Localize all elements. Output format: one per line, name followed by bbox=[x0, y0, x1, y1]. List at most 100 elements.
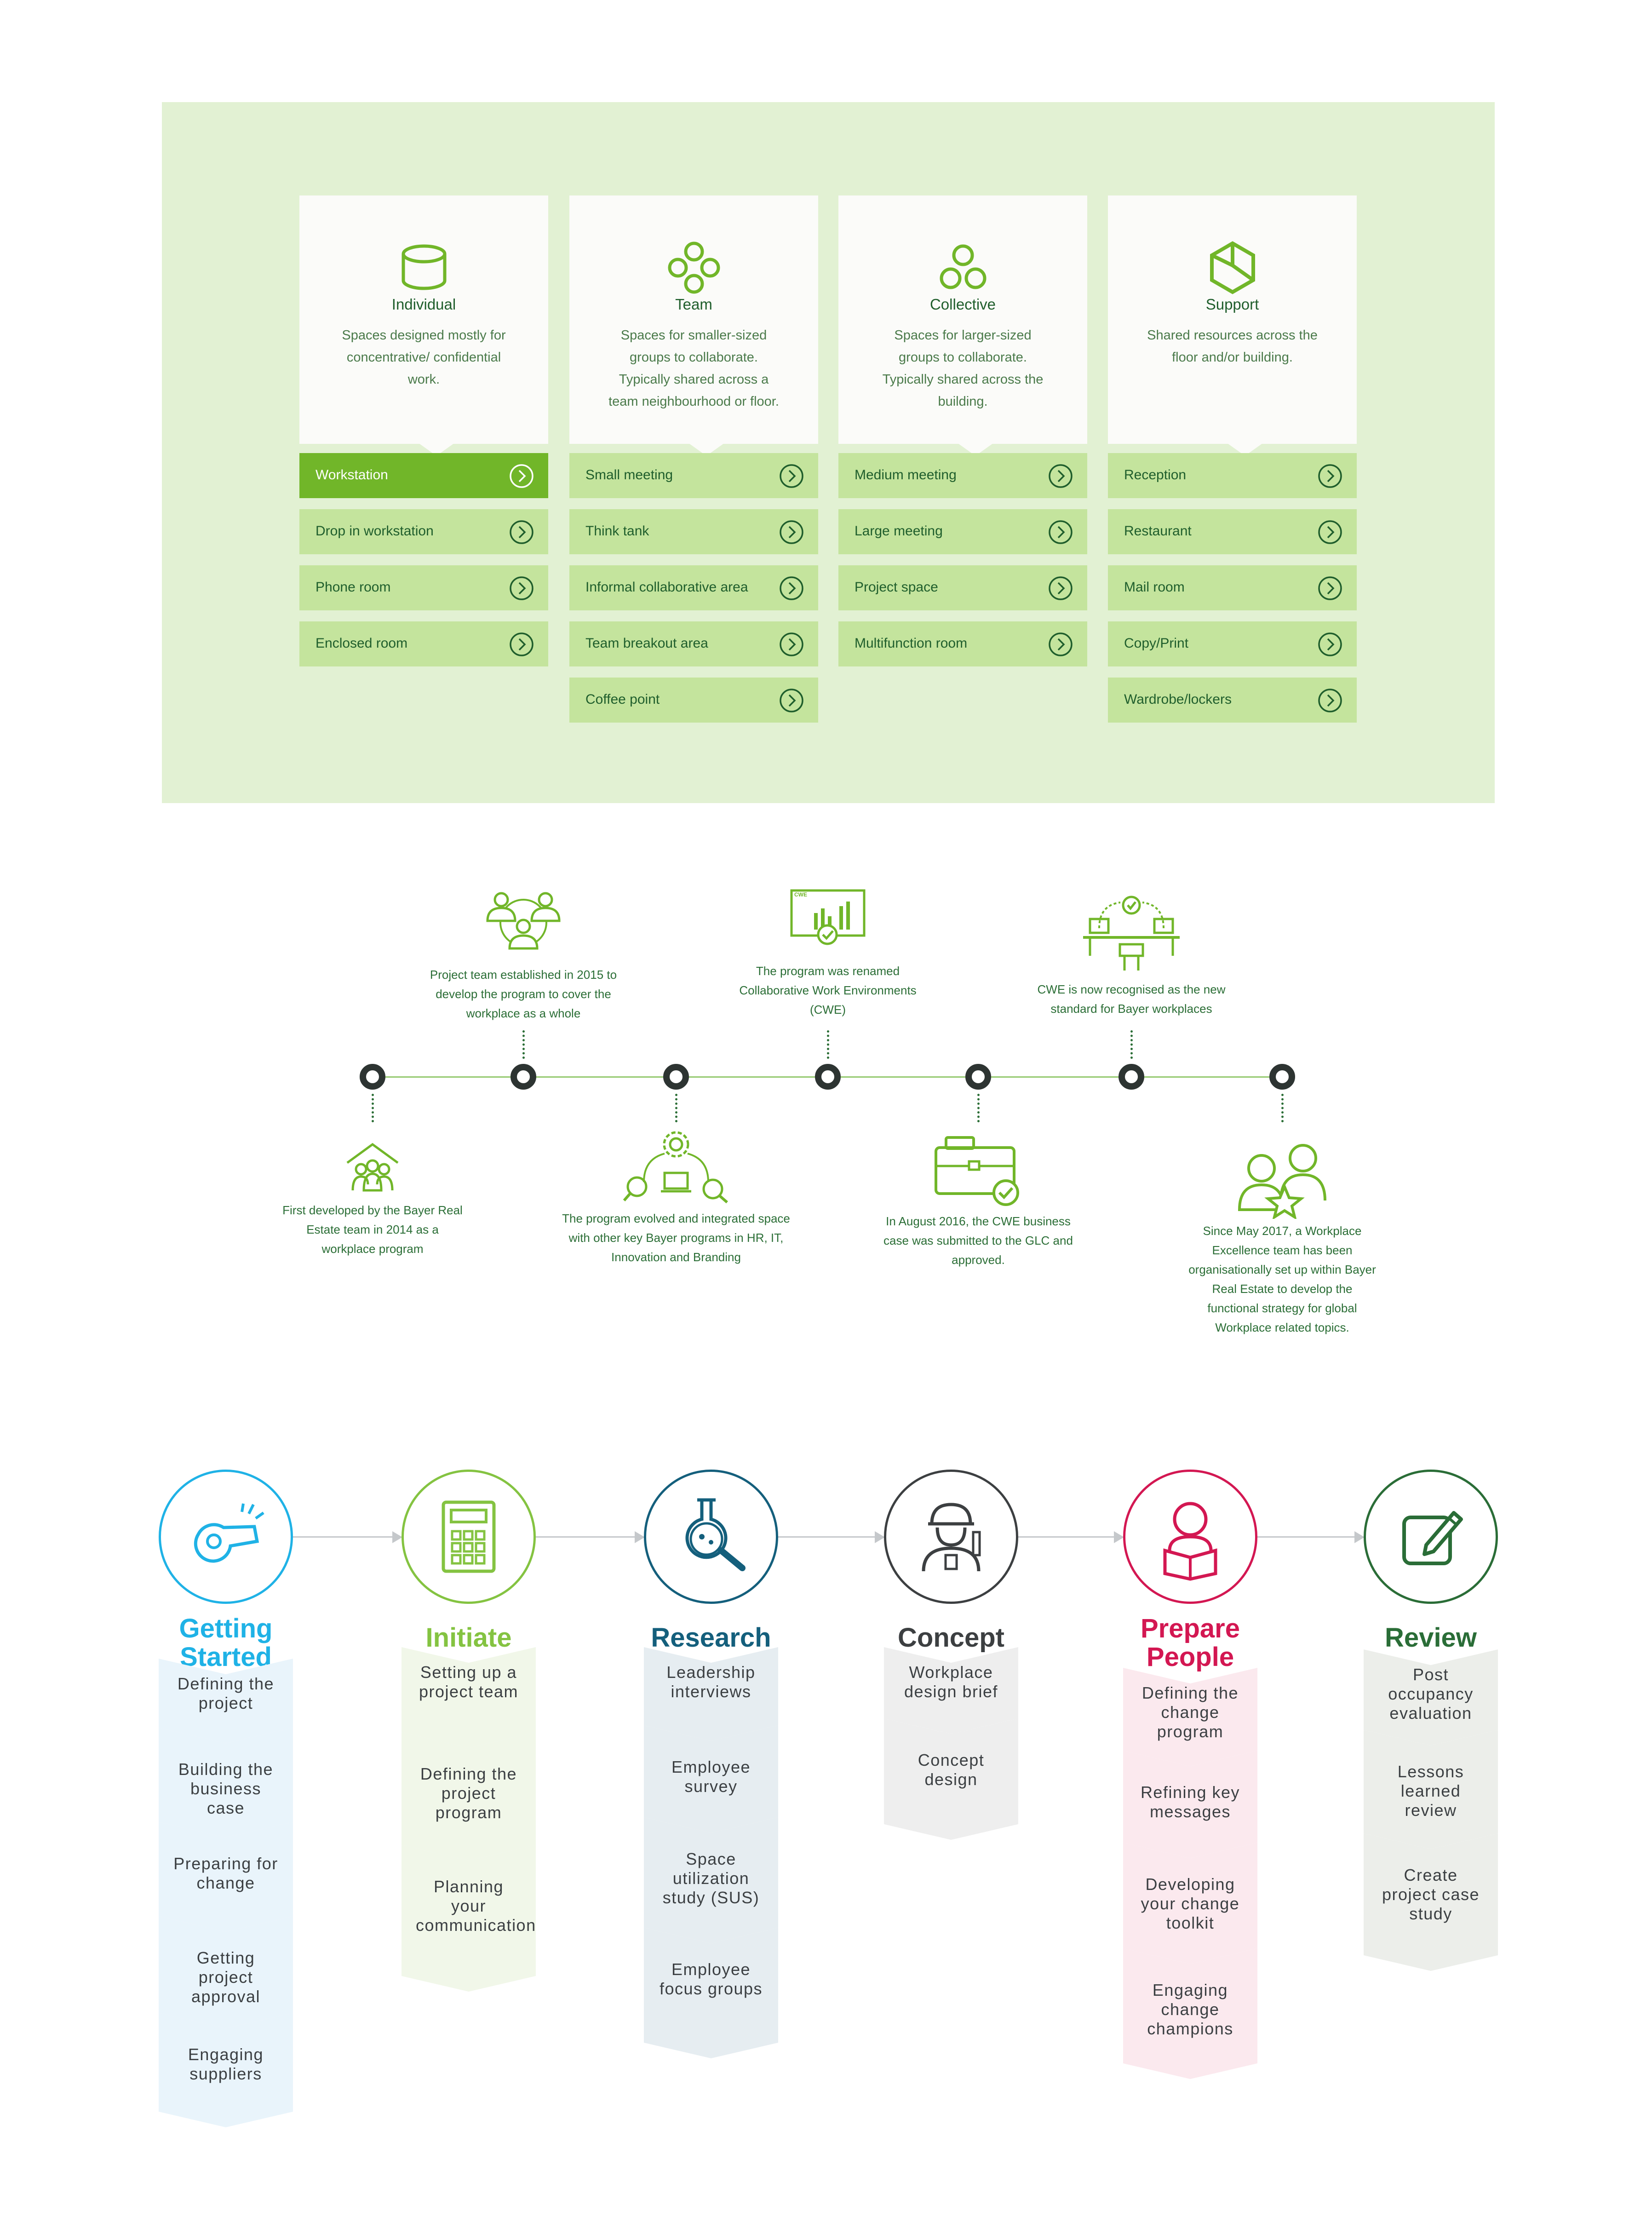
process-step-label: Defining the project bbox=[177, 1674, 275, 1712]
timeline-connector bbox=[1130, 1030, 1133, 1059]
space-type-item[interactable]: Multifunction room bbox=[838, 621, 1087, 666]
space-type-label: Phone room bbox=[315, 580, 391, 595]
category-card: Support Shared resources across the floo… bbox=[1108, 195, 1357, 456]
timeline-event-text: First developed by the Bayer Real Estate… bbox=[282, 1203, 463, 1256]
process-step: Engaging suppliers bbox=[159, 2013, 293, 2127]
timeline-connector bbox=[827, 1030, 829, 1059]
chevron-right-circle-icon[interactable] bbox=[509, 632, 534, 657]
chevron-right-circle-icon[interactable] bbox=[1317, 575, 1343, 601]
timeline-node bbox=[1119, 1064, 1144, 1090]
process-step-label: Getting project approval bbox=[191, 1948, 261, 2006]
chevron-right-circle-icon[interactable] bbox=[509, 463, 534, 489]
cwe-chart-icon: CWE bbox=[789, 888, 867, 950]
process-step-label: Preparing for change bbox=[173, 1854, 278, 1892]
space-type-item[interactable]: Reception bbox=[1108, 453, 1357, 498]
process-step: Workplace design brief bbox=[884, 1647, 1018, 1734]
integration-gear-icon bbox=[619, 1127, 734, 1207]
process-step: Create project case study bbox=[1364, 1833, 1498, 1971]
cylinder-icon bbox=[394, 238, 454, 298]
space-type-label: Enclosed room bbox=[315, 636, 408, 651]
space-type-item[interactable]: Informal collaborative area bbox=[569, 565, 818, 610]
chevron-right-circle-icon[interactable] bbox=[779, 688, 804, 713]
timeline-node bbox=[815, 1064, 841, 1090]
stage-title: Review bbox=[1385, 1623, 1477, 1653]
process-step-label: Employee survey bbox=[671, 1758, 751, 1796]
space-type-item[interactable]: Team breakout area bbox=[569, 621, 818, 666]
process-step: Employee focus groups bbox=[644, 1928, 778, 2058]
stage-title: Concept bbox=[898, 1623, 1004, 1653]
chevron-right-circle-icon[interactable] bbox=[1317, 688, 1343, 713]
chevron-right-circle-icon[interactable] bbox=[1048, 519, 1073, 545]
space-type-label: Wardrobe/lockers bbox=[1124, 692, 1232, 707]
chevron-right-circle-icon[interactable] bbox=[1317, 463, 1343, 489]
process-step-label: Building the business case bbox=[178, 1760, 274, 1817]
chevron-right-circle-icon[interactable] bbox=[779, 519, 804, 545]
briefcase-check-icon bbox=[932, 1134, 1024, 1210]
process-step-label: Space utilization study (SUS) bbox=[662, 1849, 760, 1907]
timeline-node bbox=[511, 1064, 536, 1090]
chevron-right-circle-icon[interactable] bbox=[1317, 632, 1343, 657]
space-type-label: Reception bbox=[1124, 467, 1187, 482]
process-step: Engaging change champions bbox=[1123, 1948, 1257, 2079]
stage-icon-circle bbox=[1123, 1470, 1257, 1604]
timeline-connector bbox=[977, 1094, 980, 1122]
arrow-right-icon bbox=[1354, 1531, 1365, 1543]
stage-icon-circle bbox=[1364, 1470, 1498, 1604]
process-step: Leadership interviews bbox=[644, 1647, 778, 1741]
timeline-connector bbox=[1281, 1094, 1284, 1122]
chevron-right-circle-icon[interactable] bbox=[779, 632, 804, 657]
space-type-item[interactable]: Copy/Print bbox=[1108, 621, 1357, 666]
chevron-right-circle-icon[interactable] bbox=[1048, 632, 1073, 657]
timeline-connector bbox=[522, 1030, 525, 1059]
process-step: Getting project approval bbox=[159, 1916, 293, 2028]
space-type-label: Project space bbox=[855, 580, 938, 595]
space-type-item[interactable]: Medium meeting bbox=[838, 453, 1087, 498]
timeline-node bbox=[663, 1064, 689, 1090]
process-step: Employee survey bbox=[644, 1725, 778, 1833]
category-column-collective: Collective Spaces for larger-sized group… bbox=[838, 195, 1087, 666]
space-type-item[interactable]: Think tank bbox=[569, 509, 818, 554]
process-step-label: Planning your communication bbox=[416, 1877, 536, 1935]
space-type-item[interactable]: Coffee point bbox=[569, 678, 818, 723]
space-type-item[interactable]: Drop in workstation bbox=[299, 509, 548, 554]
arrow-right-icon bbox=[635, 1531, 645, 1543]
chevron-right-circle-icon[interactable] bbox=[1048, 463, 1073, 489]
timeline-event-text: In August 2016, the CWE business case wa… bbox=[883, 1214, 1073, 1267]
space-type-item[interactable]: Mail room bbox=[1108, 565, 1357, 610]
space-type-item[interactable]: Restaurant bbox=[1108, 509, 1357, 554]
process-step-label: Setting up a project team bbox=[419, 1663, 519, 1701]
people-star-icon bbox=[1234, 1141, 1331, 1221]
timeline-node bbox=[965, 1064, 991, 1090]
space-type-item[interactable]: Large meeting bbox=[838, 509, 1087, 554]
space-type-item[interactable]: Project space bbox=[838, 565, 1087, 610]
space-type-item[interactable]: Wardrobe/lockers bbox=[1108, 678, 1357, 723]
category-column-support: Support Shared resources across the floo… bbox=[1108, 195, 1357, 723]
process-step: Developing your change toolkit bbox=[1123, 1843, 1257, 1964]
timeline-connector bbox=[675, 1094, 677, 1122]
category-title: Collective bbox=[929, 296, 996, 313]
process-step: Setting up a project team bbox=[402, 1647, 536, 1748]
chevron-right-circle-icon[interactable] bbox=[1048, 575, 1073, 601]
chevron-right-circle-icon[interactable] bbox=[779, 463, 804, 489]
process-step-label: Engaging change champions bbox=[1147, 1981, 1233, 2038]
space-type-label: Think tank bbox=[585, 523, 649, 539]
chevron-right-circle-icon[interactable] bbox=[779, 575, 804, 601]
process-step: Building the business case bbox=[159, 1728, 293, 1838]
space-type-label: Medium meeting bbox=[855, 467, 957, 482]
timeline-event-text: CWE is now recognised as the new standar… bbox=[1037, 982, 1226, 1016]
space-type-label: Mail room bbox=[1124, 580, 1185, 595]
space-type-item[interactable]: Small meeting bbox=[569, 453, 818, 498]
process-step-label: Workplace design brief bbox=[904, 1663, 998, 1701]
timeline-event-text: The program evolved and integrated space… bbox=[562, 1212, 790, 1264]
chevron-right-circle-icon[interactable] bbox=[509, 575, 534, 601]
chevron-right-circle-icon[interactable] bbox=[1317, 519, 1343, 545]
process-step: Space utilization study (SUS) bbox=[644, 1817, 778, 1943]
stage-title: Research bbox=[651, 1623, 771, 1653]
chevron-right-circle-icon[interactable] bbox=[509, 519, 534, 545]
category-title: Team bbox=[675, 296, 712, 313]
space-type-item[interactable]: Enclosed room bbox=[299, 621, 548, 666]
space-type-item[interactable]: Phone room bbox=[299, 565, 548, 610]
category-description: Spaces designed mostly for concentrative… bbox=[342, 328, 506, 387]
stage-title: Initiate bbox=[425, 1623, 512, 1653]
space-type-item[interactable]: Workstation bbox=[299, 453, 548, 498]
